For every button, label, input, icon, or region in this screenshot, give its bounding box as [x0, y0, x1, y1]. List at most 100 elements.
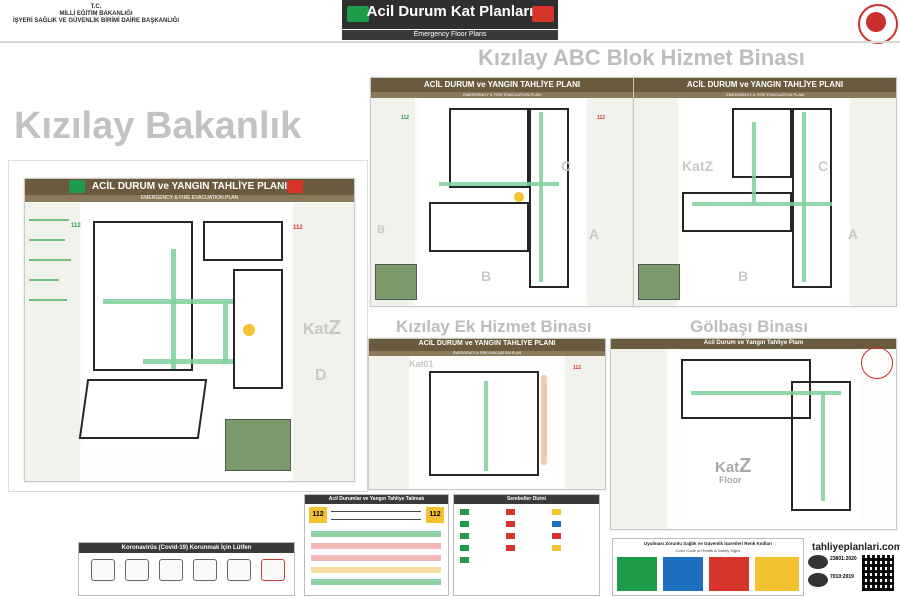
- floor-label: Kat01: [409, 359, 434, 369]
- covid-panel: Koronavirüs (Covid-19) Korunmak İçin Lüt…: [78, 542, 295, 596]
- evacuation-route: [439, 182, 559, 186]
- plan-band: [25, 179, 354, 195]
- plan-subtitle: EMERGENCY & FIRE EVACUATION PLAN: [369, 351, 605, 356]
- site-minimap: [375, 264, 417, 300]
- no-handshake-icon: [261, 559, 285, 581]
- evacuation-route: [802, 112, 806, 282]
- block-a-label: A: [589, 226, 600, 242]
- evacuation-route: [171, 249, 176, 369]
- page-subtitle: Emergency Floor Plans: [342, 30, 558, 40]
- floor-map: [429, 371, 559, 483]
- instruction-row: [311, 555, 441, 561]
- plan-card-golbasi[interactable]: Acil Durum ve Yangın Tahliye Planı KatZ …: [610, 338, 897, 530]
- wall-outline: [792, 108, 832, 288]
- emergency-title: Acil Durumlar ve Yangın Tahliye Talimatı: [305, 495, 448, 504]
- wall-outline: [449, 108, 529, 188]
- electric-symbol-icon: [552, 545, 561, 551]
- wall-outline: [78, 379, 208, 439]
- evacuation-route: [223, 304, 228, 364]
- plan-band: [371, 78, 633, 92]
- block-b-label: B: [738, 268, 749, 284]
- site-minimap: [225, 419, 291, 471]
- floor-value: 01: [423, 359, 434, 369]
- floor-map: [78, 209, 291, 449]
- exit-sign-icon: [69, 180, 85, 193]
- covid-title: Koronavirüs (Covid-19) Korunmak İçin Lüt…: [79, 543, 294, 553]
- prohibition-swatch: [709, 557, 749, 591]
- emergency-phone: 112: [71, 223, 81, 229]
- fire-exit-icon: [532, 6, 554, 22]
- qr-code[interactable]: [862, 555, 894, 591]
- sign-index-panel: Semboller Dizini: [453, 494, 600, 596]
- first-aid-symbol-icon: [460, 521, 469, 527]
- plan-title: ACİL DURUM ve YANGIN TAHLİYE PLANI: [418, 340, 556, 347]
- floor-label-en: Floor: [719, 475, 742, 485]
- wall-outline: [93, 221, 193, 371]
- plan-card-abc-2[interactable]: ACİL DURUM ve YANGIN TAHLİYE PLANI EMERG…: [633, 77, 897, 307]
- legend-panel: [369, 356, 409, 489]
- assembly-point-icon: [514, 192, 524, 202]
- assembly-symbol-icon: [460, 533, 469, 539]
- wall-outline: [791, 381, 851, 511]
- wall-outline: [429, 371, 539, 476]
- section-title-bakanlik: Kızılay Bakanlık: [14, 105, 302, 147]
- sign-index-title: Semboller Dizini: [454, 495, 599, 504]
- plan-title: ACİL DURUM ve YANGIN TAHLİYE PLANI: [423, 80, 581, 89]
- plan-subtitle: EMERGENCY & FIRE EVACUATION PLAN: [25, 195, 354, 202]
- assembly-point-icon: [243, 324, 255, 336]
- floor-label: KatZ: [715, 455, 751, 478]
- plan-title: ACİL DURUM ve YANGIN TAHLİYE PLANI: [91, 181, 288, 192]
- mask-icon: [125, 559, 149, 581]
- extinguisher-symbol-icon: [506, 509, 515, 515]
- wall-outline: [681, 359, 811, 419]
- fire-phone-symbol-icon: [506, 545, 515, 551]
- color-code-subtitle: Color Code of Health & Safety Signs: [675, 548, 741, 553]
- wall-outline: [682, 192, 792, 232]
- plan-band: [634, 78, 896, 92]
- floor-map: [419, 102, 585, 298]
- page-title: Acil Durum Kat Planları: [366, 3, 534, 20]
- block-c-label: C: [818, 158, 829, 174]
- plan-title: ACİL DURUM ve YANGIN TAHLİYE PLANI: [686, 80, 844, 89]
- iso-logo-icon: [808, 555, 828, 569]
- distance-icon: [159, 559, 183, 581]
- org-line-1: T.C.: [90, 4, 102, 10]
- plan-card-bakanlik[interactable]: ACİL DURUM ve YANGIN TAHLİYE PLANI EMERG…: [24, 178, 355, 482]
- plan-title: Acil Durum ve Yangın Tahliye Planı: [703, 340, 804, 346]
- wall-outline: [429, 202, 529, 252]
- instructions-panel: [587, 98, 633, 306]
- plan-subtitle: EMERGENCY & FIRE EVACUATION PLAN: [634, 92, 896, 98]
- safe-condition-swatch: [617, 557, 657, 591]
- wall-outline: [732, 108, 792, 178]
- emergency-phone: 112: [401, 115, 410, 121]
- title-banner: [342, 0, 558, 29]
- floor-map: [681, 351, 861, 523]
- fire-sign-icon: [287, 180, 303, 193]
- website-label[interactable]: tahliyeplanlari.com: [812, 542, 900, 553]
- floor-word: Kat: [409, 359, 424, 369]
- floor-label: KatZ: [682, 158, 713, 174]
- legend-panel: [25, 203, 80, 481]
- stairs-symbol-icon: [460, 545, 469, 551]
- floor-word: Kat: [303, 321, 329, 338]
- block-d-label: D: [315, 367, 327, 384]
- plan-subtitle: EMERGENCY & FIRE EVACUATION PLAN: [371, 92, 633, 98]
- plan-card-ek[interactable]: ACİL DURUM ve YANGIN TAHLİYE PLANI EMERG…: [368, 338, 606, 490]
- evacuation-route: [691, 391, 841, 395]
- legend-line: [29, 219, 69, 221]
- emergency-phone-right: 112: [597, 115, 606, 121]
- instructions-panel: [850, 98, 896, 306]
- color-code-panel: Uyulması Zorunlu Sağlık ve Güvenlik İşar…: [612, 538, 804, 596]
- plan-card-abc-1[interactable]: ACİL DURUM ve YANGIN TAHLİYE PLANI EMERG…: [370, 77, 634, 307]
- evacuation-route: [484, 381, 488, 471]
- prohibition-symbol-icon: [552, 533, 561, 539]
- emergency-exit-icon: [347, 6, 369, 22]
- instruction-row: [311, 543, 441, 549]
- floor-value: Z: [328, 317, 341, 339]
- hose-symbol-icon: [506, 521, 515, 527]
- section-title-ek: Kızılay Ek Hizmet Binası: [396, 317, 592, 336]
- legend-line: [29, 259, 71, 261]
- phone-badge-left: 112: [309, 507, 327, 523]
- floor-word: Kat: [682, 158, 705, 174]
- evacuation-route: [752, 122, 756, 202]
